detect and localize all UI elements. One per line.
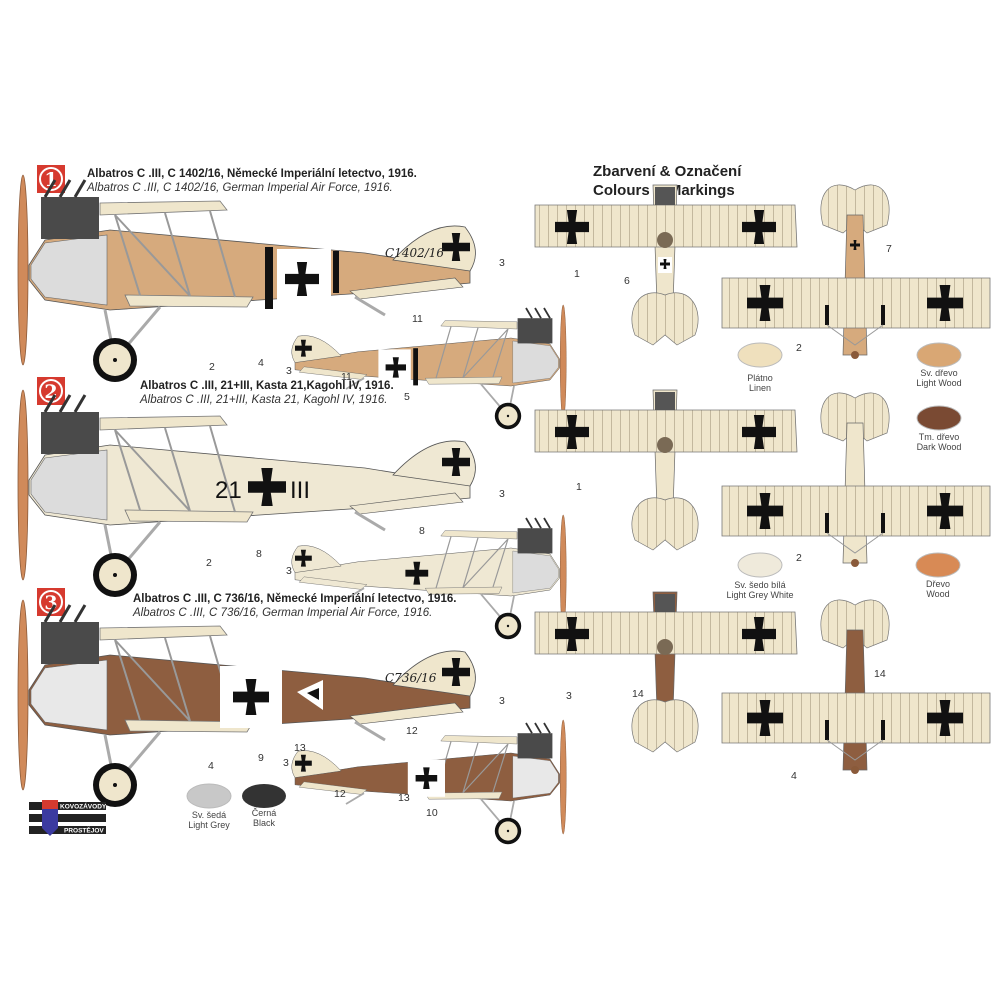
callout-number: 1 [576,481,582,493]
label-text: 1 [44,169,57,191]
callout-number: 4 [258,357,264,369]
callout-number: 4 [791,770,797,782]
callout-number: 8 [419,525,425,537]
profile-2: 2 Albatros C .III, 21+III, Kasta 21,Kago… [16,377,990,641]
label-text: Černá [252,808,277,818]
serial-marking: C736/16 [385,671,437,685]
callout-number: 2 [796,342,802,354]
label-text: Light Grey White [726,590,793,600]
profile-title-en: Albatros C .III, C 1402/16, German Imper… [86,182,393,194]
callout-number: 4 [208,760,214,772]
callout-number: 10 [426,807,438,819]
kovozavody-logo: KOVOZÁVODY PROSTĚJOV [29,800,107,836]
label-text: Plátno [747,373,773,383]
profile-title-cz: Albatros C .III, C 736/16, Německé Imper… [133,593,456,605]
serial-marking: C1402/16 [385,246,444,260]
callout-number: 6 [624,275,630,287]
callout-number: 11 [412,313,423,325]
profile-1: 1 Albatros C .III, C 1402/16, Německé Im… [16,165,990,431]
callout-number: 7 [886,243,892,255]
callouts: 3 12 9 4 13 3 12 13 10 3 14 14 4 [208,668,886,819]
callout-number: 14 [632,688,644,700]
callout-number: 3 [499,257,505,269]
label-text: Light Grey [188,820,230,830]
side-view-small [290,719,568,846]
callout-number: 1 [574,268,580,280]
code-left: 21 [215,477,242,504]
callout-number: 3 [499,695,505,707]
callout-number: 13 [398,792,410,804]
callout-number: 3 [286,565,292,577]
callout-number: 3 [286,365,292,377]
label-text: Linen [749,383,771,393]
callout-number: 2 [209,361,215,373]
label-text: Dřevo [926,579,950,589]
callout-number: 2 [206,557,212,569]
label-text: Tm. dřevo [919,432,960,442]
label-text: Dark Wood [917,442,962,452]
label-text: Light Wood [916,378,961,388]
side-view-large: 21 III [16,388,477,599]
profile-3: 3 Albatros C .III, C 736/16, Německé Imp… [16,588,990,846]
side-view-small [290,514,568,641]
profile-badge: 1 [37,165,65,193]
header-title-cz: Zbarvení & Označení [593,163,742,180]
profile-title-en: Albatros C .III, C 736/16, German Imperi… [132,607,432,619]
callout-number: 2 [796,552,802,564]
label-text: Sv. šedo bílá [734,580,785,590]
profile-title-cz: Albatros C .III, 21+III, Kasta 21,Kagohl… [140,380,394,392]
label-text: KOVOZÁVODY [60,802,107,811]
callout-number: 8 [256,548,262,560]
callout-number: 14 [874,668,886,680]
label-text: Sv. šedá [192,810,226,820]
profile-title-en: Albatros C .III, 21+III, Kasta 21, Kagoh… [139,394,388,406]
side-view-small [290,304,568,431]
code-right: III [290,477,310,504]
callout-number: 13 [294,742,306,754]
callout-number: 3 [283,757,289,769]
callout-number: 5 [404,391,410,403]
label-text: Sv. dřevo [920,368,957,378]
side-view-large: C1402/16 [16,173,477,384]
label-text: PROSTĚJOV [64,826,104,835]
callout-number: 3 [499,488,505,500]
callout-number: 3 [566,690,572,702]
callouts: 3 2 8 8 3 1 2 [206,481,802,577]
top-view [535,185,797,345]
side-view-large: C736/16 [16,598,477,809]
label-text: Wood [926,589,949,599]
callout-number: 12 [406,725,418,737]
label-text: Black [253,818,276,828]
profile-title-cz: Albatros C .III, C 1402/16, Německé Impe… [87,168,417,180]
callout-number: 9 [258,752,264,764]
callout-number: 12 [334,788,346,800]
callout-number: 11 [341,371,352,383]
callouts: 3 11 2 4 3 11 5 1 6 7 2 [209,243,892,403]
